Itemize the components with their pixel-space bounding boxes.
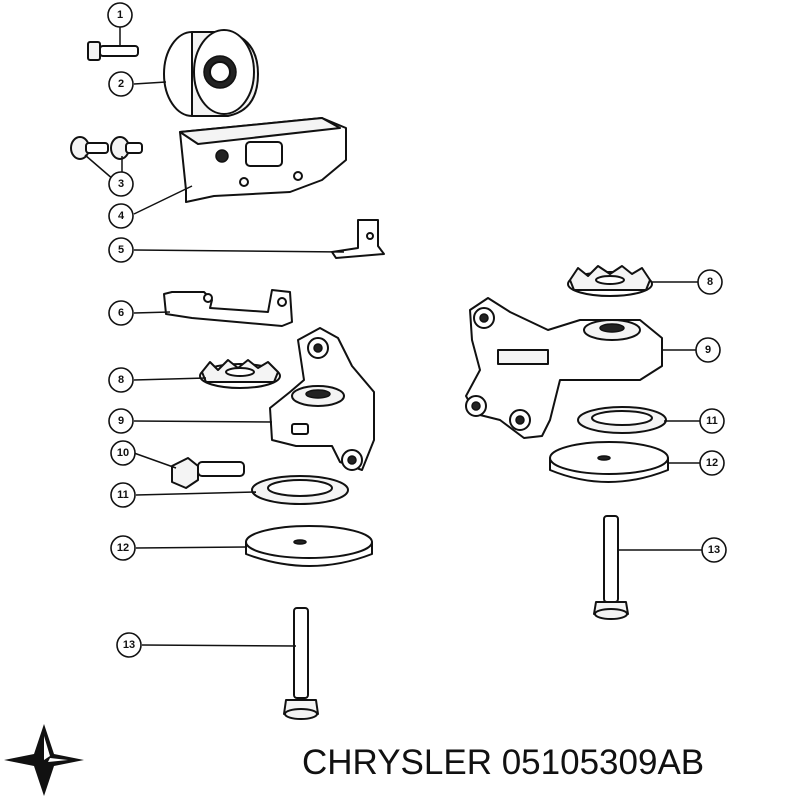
svg-text:12: 12 (117, 542, 129, 554)
svg-text:8: 8 (707, 276, 713, 288)
svg-text:8: 8 (118, 374, 124, 386)
svg-text:5: 5 (118, 244, 124, 256)
part-number: 05105309AB (501, 743, 705, 782)
svg-text:11: 11 (117, 489, 129, 501)
callout-8-left: 8 (108, 367, 134, 393)
part-8-washer-left (199, 359, 281, 389)
callout-1: 1 (107, 2, 133, 28)
svg-text:12: 12 (706, 457, 718, 469)
svg-text:10: 10 (117, 447, 129, 459)
part-6-strap (163, 289, 293, 327)
part-4-bracket (179, 117, 347, 203)
svg-text:11: 11 (706, 415, 718, 427)
callout-9-left: 9 (108, 408, 134, 434)
callout-13-left: 13 (116, 632, 142, 658)
part-2-bushing (163, 29, 259, 117)
callout-12-right: 12 (699, 450, 725, 476)
svg-text:13: 13 (123, 639, 135, 651)
pentastar-star-icon (4, 724, 84, 796)
svg-text:2: 2 (118, 78, 124, 90)
svg-text:9: 9 (118, 415, 124, 427)
svg-text:9: 9 (705, 344, 711, 356)
part-9-mount-left (269, 327, 375, 471)
svg-text:13: 13 (708, 544, 720, 556)
callout-5: 5 (108, 237, 134, 263)
callout-11-right: 11 (699, 408, 725, 434)
part-5-clip (331, 219, 385, 259)
callout-4: 4 (108, 203, 134, 229)
svg-text:1: 1 (117, 9, 123, 21)
part-11-seal-right (577, 406, 667, 434)
svg-text:3: 3 (118, 178, 124, 190)
part-13-bolt-left (283, 607, 319, 720)
part-11-seal-left (251, 475, 349, 505)
callout-3: 3 (108, 171, 134, 197)
part-12-disc-left (245, 525, 373, 567)
part-8-washer-right (567, 265, 653, 297)
callout-8-right: 8 (697, 269, 723, 295)
part-3-bolts (70, 136, 143, 160)
callout-2: 2 (108, 71, 134, 97)
callout-10: 10 (110, 440, 136, 466)
callout-9-right: 9 (695, 337, 721, 363)
callout-11-left: 11 (110, 482, 136, 508)
callout-12-left: 12 (110, 535, 136, 561)
part-1-bolt (87, 41, 139, 61)
svg-text:6: 6 (118, 307, 124, 319)
footer-part-label: CHRYSLER 05105309AB (302, 738, 797, 788)
part-13-bolt-right (593, 515, 629, 620)
brand-name: CHRYSLER (302, 743, 492, 782)
callout-13-right: 13 (701, 537, 727, 563)
part-10-bolt (171, 457, 245, 489)
svg-text:4: 4 (118, 210, 125, 222)
leader-lines (84, 27, 702, 647)
callout-6: 6 (108, 300, 134, 326)
part-12-disc-right (549, 441, 669, 483)
part-9-mount-right (465, 297, 663, 439)
